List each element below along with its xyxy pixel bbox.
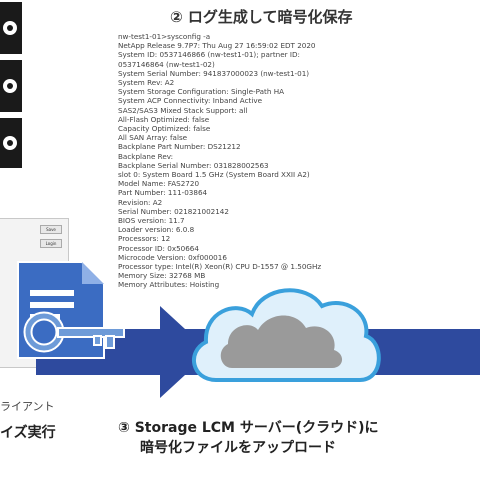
- log-line: Loader version: 6.0.8: [118, 225, 195, 235]
- log-line: Memory Attributes: Hoisting: [118, 280, 220, 290]
- log-line: Backplane Part Number: DS21212: [118, 142, 241, 152]
- log-line: Backplane Rev:: [118, 151, 174, 161]
- key-icon: [23, 311, 125, 353]
- log-line: System Rev: A2: [118, 78, 175, 88]
- login-button[interactable]: Login: [40, 239, 62, 248]
- step2-title: ② ログ生成して暗号化保存: [170, 8, 353, 26]
- log-line: Processor type: Intel(R) Xeon(R) CPU D-1…: [118, 262, 322, 272]
- log-line: BIOS version: 11.7: [118, 216, 185, 226]
- log-line: SAS2/SAS3 Mixed Stack Support: all: [118, 105, 248, 115]
- step1-caption-fragment: イズ実行: [0, 425, 56, 441]
- log-line: System ACP Connectivity: Inband Active: [118, 96, 263, 106]
- log-line: System Storage Configuration: Single-Pat…: [118, 87, 285, 97]
- log-line: Processors: 12: [118, 234, 171, 244]
- log-line: Model Name: FAS2720: [118, 179, 200, 189]
- log-line: Capacity Optimized: false: [118, 124, 211, 134]
- cloud-icon: [192, 278, 381, 382]
- server-icon: [0, 2, 22, 168]
- step3-caption-line2: 暗号化ファイルをアップロード: [140, 440, 336, 456]
- log-line: NetApp Release 9.7P7: Thu Aug 27 16:59:0…: [118, 41, 316, 51]
- sysconfig-log: nw-test1-01>sysconfig -a NetApp Release …: [118, 32, 388, 290]
- log-line: Memory Size: 32768 MB: [118, 271, 206, 281]
- log-line: Microcode Version: 0xf000016: [118, 252, 227, 262]
- upload-arrow-head: [160, 306, 210, 398]
- log-line: Part Number: 111-03864: [118, 188, 208, 198]
- log-line: Revision: A2: [118, 197, 163, 207]
- log-line: All SAN Array: false: [118, 133, 188, 143]
- step3-caption-line1: ③ Storage LCM サーバー(クラウド)に: [118, 420, 379, 436]
- log-line: Backplane Serial Number: 031828002563: [118, 160, 269, 170]
- client-label: ライアント: [0, 400, 55, 413]
- log-line: 0537146864 (nw-test1-02): [118, 59, 215, 69]
- log-line: slot 0: System Board 1.5 GHz (System Boa…: [118, 170, 310, 180]
- log-line: System Serial Number: 941837000023 (nw-t…: [118, 68, 310, 78]
- log-line: Serial Number: 021821002142: [118, 206, 229, 216]
- log-line: All-Flash Optimized: false: [118, 114, 210, 124]
- log-line: Processor ID: 0x50664: [118, 243, 199, 253]
- log-line: nw-test1-01>sysconfig -a: [118, 32, 211, 41]
- log-line: System ID: 0537146866 (nw-test1-01); par…: [118, 50, 300, 60]
- step3-caption: ③ Storage LCM サーバー(クラウド)に 暗号化ファイルをアップロード: [118, 418, 379, 458]
- save-button[interactable]: Save: [40, 225, 62, 234]
